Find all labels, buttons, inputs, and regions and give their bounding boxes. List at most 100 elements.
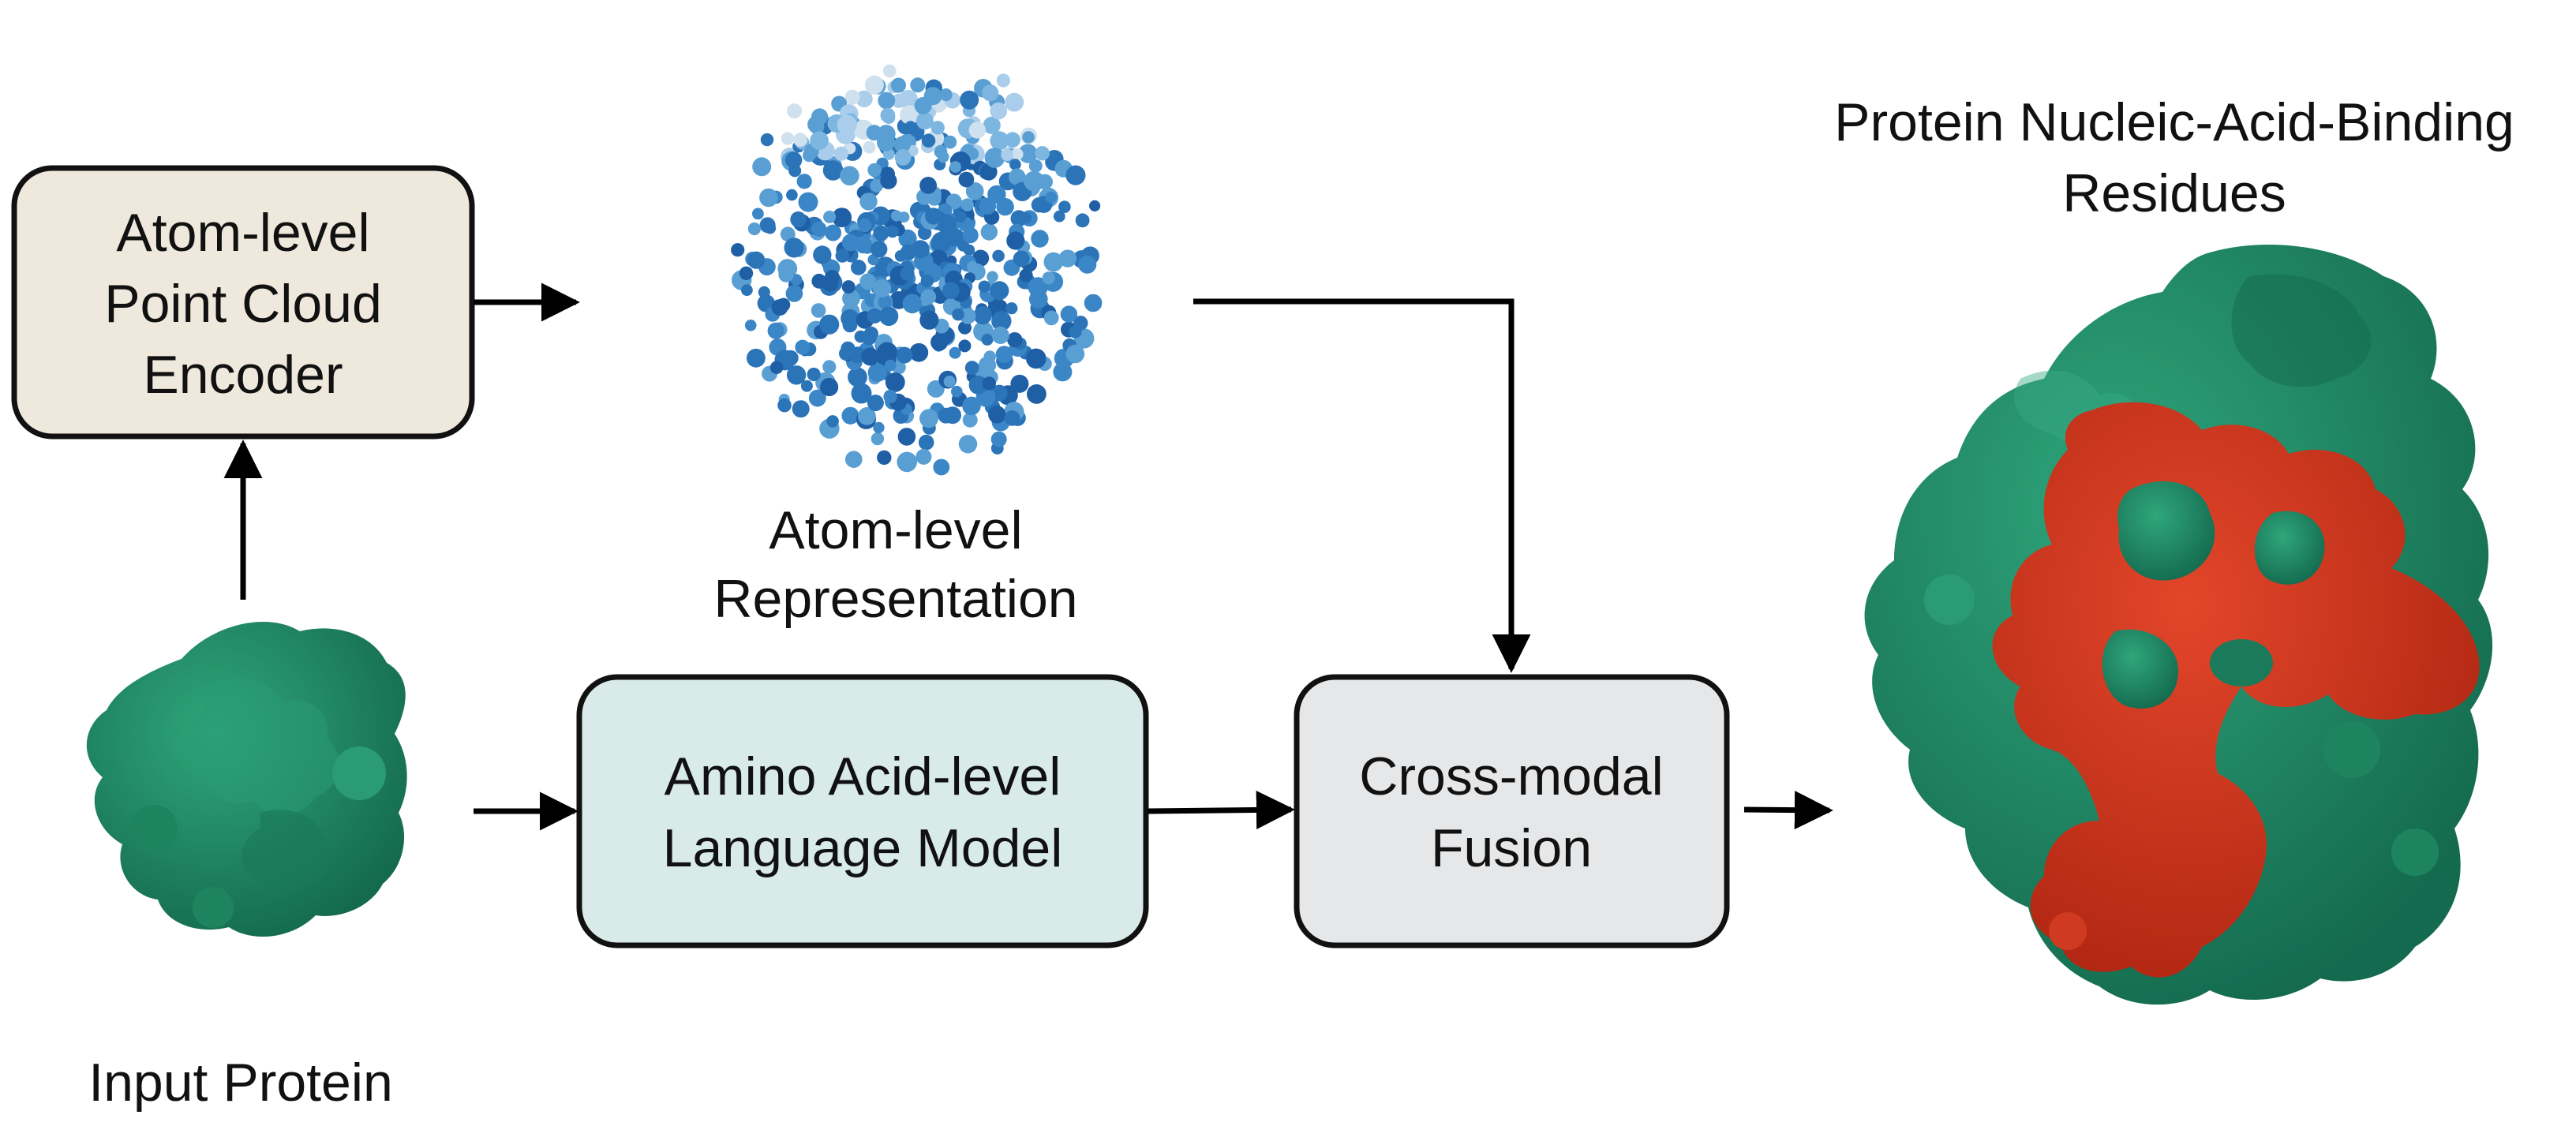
atom-point (886, 225, 899, 238)
atom-point (949, 346, 961, 359)
atom-point (873, 421, 885, 434)
atom-point (960, 198, 974, 211)
atom-point (1018, 144, 1038, 163)
atom-point (937, 214, 957, 234)
atom-point (1043, 310, 1059, 326)
atom-point (863, 140, 876, 154)
atom-point (851, 260, 867, 275)
atom-point (741, 284, 753, 296)
atom-point (1005, 132, 1020, 148)
atom-point (930, 333, 949, 351)
atom-point (856, 90, 873, 107)
atom-point (1011, 148, 1024, 161)
atom-point (995, 346, 1013, 363)
language-model-label-line2: Language Model (663, 818, 1063, 878)
encoder-label-line3: Encoder (143, 345, 343, 405)
atom-point (1078, 255, 1097, 274)
atom-point (747, 251, 766, 269)
atom-point (781, 132, 795, 145)
atom-point (990, 102, 1008, 120)
atom-point (867, 395, 884, 412)
atom-point (871, 241, 888, 258)
atom-point (880, 172, 897, 189)
atom-point (919, 177, 937, 194)
atom-point (1035, 146, 1050, 161)
atom-point (872, 279, 892, 297)
atom-point (990, 431, 1007, 447)
atom-point (747, 222, 762, 236)
atom-point (1020, 212, 1032, 224)
atom-point (958, 435, 978, 454)
atom-point (925, 208, 942, 225)
atom-point (811, 221, 827, 238)
binding-residues-surface (1992, 402, 2480, 978)
language-model-node: Amino Acid-level Language Model (576, 674, 1149, 948)
atom-point (915, 448, 932, 465)
atom-point (785, 155, 797, 166)
output-protein-image (1864, 245, 2493, 1005)
atom-point (782, 350, 799, 366)
atom-point (780, 226, 796, 242)
atom-point (752, 157, 772, 177)
atom-point (844, 89, 860, 105)
atom-point (787, 103, 803, 119)
atom-point (841, 309, 859, 328)
atom-point (759, 188, 778, 208)
atom-point (777, 398, 792, 413)
atom-point (811, 108, 829, 125)
atom-point (1075, 213, 1090, 228)
atom-point (861, 329, 877, 346)
fusion-box (1294, 674, 1730, 948)
atom-point (823, 210, 837, 223)
atom-point (990, 131, 1009, 151)
atom-point (1045, 191, 1058, 204)
atom-point (793, 133, 807, 148)
atom-point (1009, 159, 1021, 170)
atom-representation-caption-line2: Representation (713, 569, 1077, 629)
atom-point (867, 163, 882, 178)
atom-point (871, 432, 885, 446)
atom-point (919, 409, 938, 428)
atom-point (983, 350, 996, 363)
atom-point (1027, 384, 1046, 404)
atom-point (902, 294, 923, 314)
atom-point (968, 122, 987, 139)
atom-point (1028, 159, 1043, 173)
atom-representation-caption-line1: Atom-level (769, 500, 1022, 560)
atom-point (808, 389, 826, 407)
atom-point (910, 77, 926, 93)
atom-point (930, 237, 946, 252)
atom-point (938, 407, 954, 424)
atom-point (982, 84, 999, 102)
atom-point (878, 295, 893, 309)
encoder-label-line2: Point Cloud (104, 274, 382, 334)
atom-point (990, 281, 1009, 301)
atom-point (878, 306, 899, 326)
atom-point (792, 400, 810, 418)
atom-point (822, 360, 837, 374)
atom-point (764, 222, 777, 234)
atom-point (796, 174, 812, 189)
atom-point (983, 116, 1001, 134)
atom-point (825, 224, 842, 241)
atom-point (984, 148, 1005, 168)
atom-point (1089, 200, 1101, 211)
atom-point (896, 346, 913, 364)
atom-point (1058, 249, 1077, 267)
language-model-label-line1: Amino Acid-level (665, 746, 1061, 806)
atom-point (943, 376, 956, 387)
atom-point (943, 135, 957, 149)
atom-point (1060, 305, 1078, 323)
atom-point (848, 367, 867, 387)
atom-point (785, 285, 803, 302)
atom-point (962, 226, 979, 244)
atom-point (897, 451, 917, 473)
atom-point (760, 133, 774, 147)
edge-language-model-to-fusion (1148, 790, 1295, 829)
atom-point (1053, 210, 1065, 223)
atom-point (858, 218, 872, 233)
atom-point (878, 92, 896, 110)
atom-point (859, 193, 878, 211)
atom-point (778, 267, 794, 282)
